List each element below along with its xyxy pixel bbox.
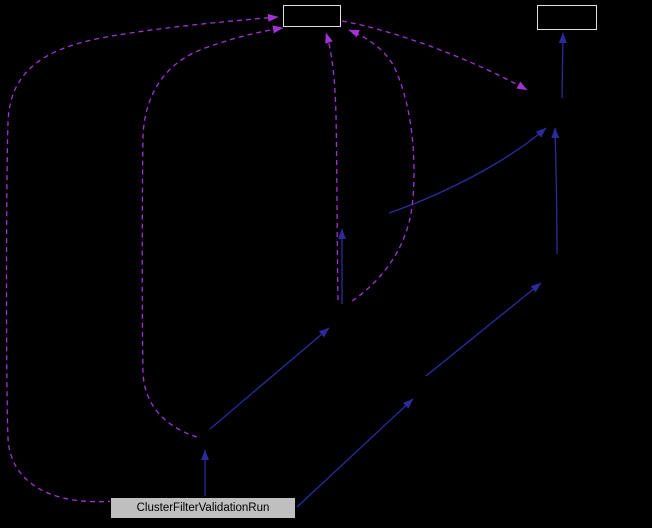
usage-edge-4 xyxy=(348,29,415,302)
usage-edge-3 xyxy=(325,32,339,301)
usage-edge-2 xyxy=(141,25,284,438)
usage-edge-5 xyxy=(341,20,528,91)
class-node-cluster-filter-validation-run: ClusterFilterValidationRun xyxy=(110,497,296,519)
class-node-top-right[interactable] xyxy=(537,5,597,30)
inheritance-edge-6 xyxy=(551,127,560,255)
usage-edge-1 xyxy=(5,13,279,503)
class-node-top-left[interactable] xyxy=(283,5,341,27)
inheritance-edge-4 xyxy=(296,398,414,508)
inheritance-edge-8 xyxy=(558,32,567,99)
inheritance-edge-2 xyxy=(209,327,330,430)
inheritance-edge-5 xyxy=(425,282,542,377)
inheritance-edge-7 xyxy=(388,127,547,214)
